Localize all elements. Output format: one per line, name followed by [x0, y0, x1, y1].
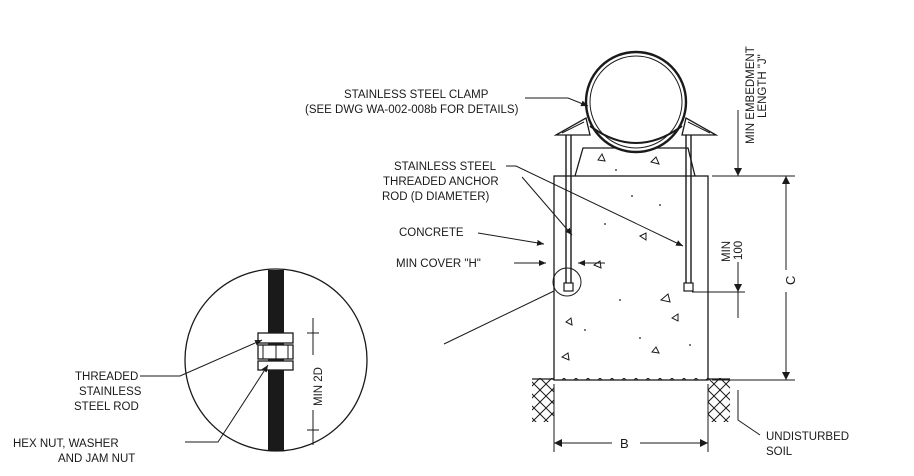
detail-leader-line [443, 290, 555, 345]
clamp-label-line1: STAINLESS STEEL CLAMP [344, 89, 489, 101]
dimension-b-label: B [620, 436, 629, 451]
dimension-min-100 [692, 262, 745, 318]
soil-label-line1: UNDISTURBED [766, 431, 849, 443]
dimension-c [712, 175, 795, 381]
concrete-block [553, 147, 709, 381]
dimension-c-label: C [783, 276, 798, 285]
min-100-label-line2: 100 [733, 241, 745, 260]
rod-label-line1: STAINLESS STEEL [394, 161, 497, 173]
clamp-label-line2: (SEE DWG WA-002-008b FOR DETAILS) [305, 104, 519, 116]
soil-hatch [532, 378, 730, 422]
threaded-rod-label-line3: STEEL ROD [74, 401, 139, 413]
min-100-label-line1: MIN [721, 241, 733, 262]
min-2d-label: MIN 2D [313, 367, 325, 406]
dimension-b [553, 384, 709, 452]
concrete-label: CONCRETE [399, 227, 464, 239]
embedment-label-line2: LENGTH "J" [757, 54, 769, 118]
hex-nut-label-line1: HEX NUT, WASHER [13, 438, 119, 450]
detail-view [184, 268, 368, 452]
threaded-rod-label-line2: STAINLESS [79, 386, 142, 398]
min-cover-label: MIN COVER "H" [396, 258, 481, 270]
dimension-embedment [734, 110, 742, 176]
detail-marker-circle [552, 267, 582, 297]
anchor-rods [563, 135, 694, 292]
embedment-label-line1: MIN EMBEDMENT [745, 46, 757, 144]
pipe-and-clamp [553, 50, 719, 154]
rod-label-line3: ROD (D DIAMETER) [382, 191, 490, 203]
threaded-rod-label-line1: THREADED [75, 371, 138, 383]
hex-nut-label-line2: AND JAM NUT [58, 453, 135, 465]
soil-label-line2: SOIL [766, 446, 793, 458]
leader-lines [140, 97, 761, 443]
rod-label-line2: THREADED ANCHOR [383, 176, 499, 188]
